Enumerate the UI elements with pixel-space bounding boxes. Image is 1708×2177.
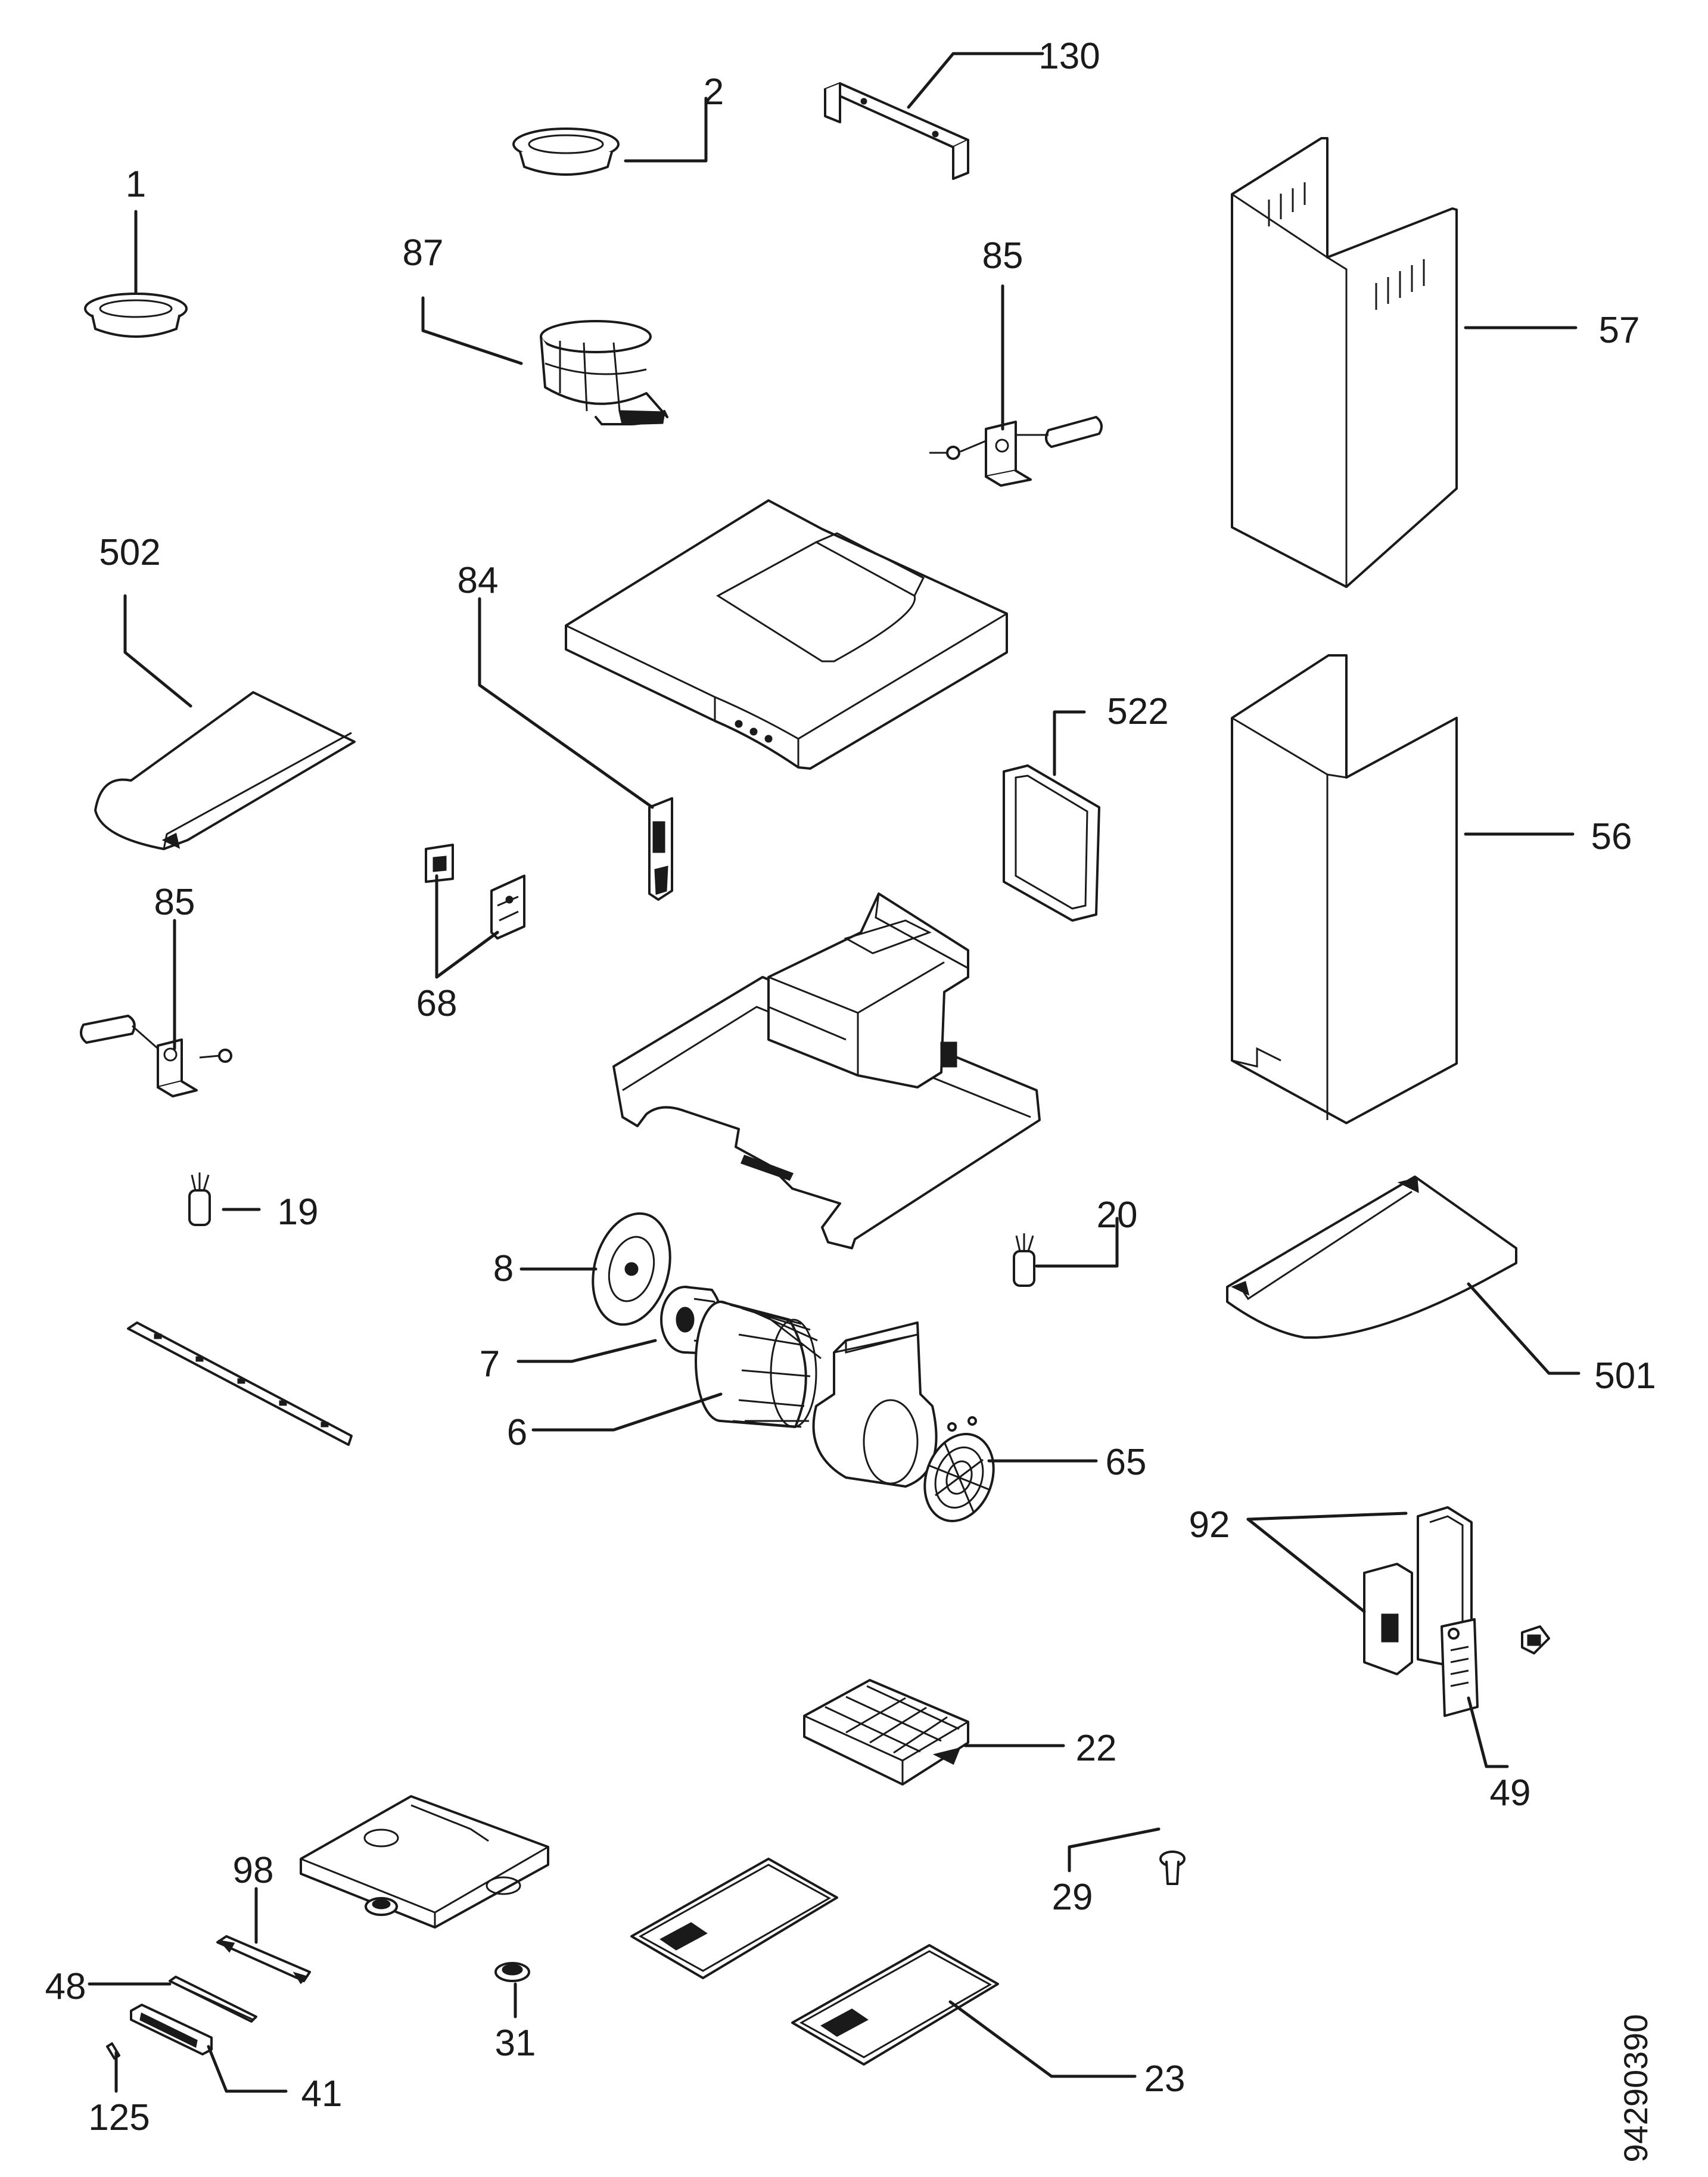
part-23-grease-filter	[791, 1944, 999, 2066]
callout-23: 23	[1144, 2058, 1186, 2100]
callout-65: 65	[1106, 1442, 1147, 1483]
callout-56: 56	[1591, 816, 1632, 857]
callout-98: 98	[233, 1850, 274, 1891]
callout-125: 125	[88, 2097, 150, 2138]
callout-85-left: 85	[154, 882, 195, 923]
callout-labels: 1 2 130 87 85 57 502 84 522 56 85 68 19 …	[45, 36, 1656, 2138]
part-49-rating-label	[1441, 1618, 1479, 1717]
callout-31: 31	[495, 2023, 536, 2064]
part-522-gasket-frame	[1003, 764, 1100, 922]
part-19-capacitor	[188, 1173, 211, 1226]
part-8-motor-flange	[592, 1212, 671, 1326]
part-41-switch-module	[130, 2004, 213, 2055]
part-56-lower-chimney	[1231, 654, 1458, 1124]
fan-scroll-casing	[812, 1321, 938, 1488]
part-84-control-bracket	[648, 797, 673, 901]
callout-19: 19	[278, 1192, 319, 1233]
callout-1: 1	[126, 164, 146, 205]
callout-87: 87	[403, 232, 444, 273]
callout-57: 57	[1599, 310, 1640, 351]
callout-7: 7	[480, 1343, 500, 1385]
part-2-flange-ring	[512, 127, 620, 176]
callout-2: 2	[704, 71, 724, 113]
callout-41: 41	[301, 2073, 343, 2114]
part-22-carbon-filter	[803, 1679, 969, 1786]
part-68-terminal-block	[425, 844, 525, 940]
document-number: 94290390	[1617, 2014, 1654, 2162]
leader-lines	[88, 52, 1581, 2093]
part-98-diffuser	[216, 1935, 311, 1985]
callout-8: 8	[493, 1248, 514, 1289]
callout-502: 502	[99, 532, 160, 573]
part-87-duct-adapter	[540, 320, 668, 425]
grease-filter-unlabeled	[630, 1858, 838, 1979]
callout-85-top: 85	[982, 235, 1023, 276]
callout-48: 48	[45, 1966, 86, 2007]
callout-29: 29	[1052, 1877, 1093, 1918]
light-rail-bracket	[300, 1795, 549, 1929]
part-57-upper-chimney	[1231, 137, 1458, 588]
part-31-lamp-bulb	[494, 1962, 530, 1982]
callout-130: 130	[1038, 36, 1100, 77]
canopy-hood	[565, 499, 1008, 770]
lamp-bulb-unlabeled	[365, 1897, 398, 1916]
part-29-screw	[1159, 1851, 1186, 1885]
part-20-capacitor	[1013, 1233, 1035, 1287]
part-85-wall-bracket-left	[80, 1015, 232, 1097]
callout-49: 49	[1490, 1772, 1531, 1814]
callout-501: 501	[1594, 1355, 1656, 1397]
callout-68: 68	[416, 983, 458, 1024]
part-65-fan-grille	[923, 1416, 995, 1522]
part-1-flange-ring	[84, 293, 188, 338]
callout-522: 522	[1107, 691, 1168, 732]
callout-84: 84	[458, 560, 499, 601]
part-48-light-bar	[169, 1976, 257, 2023]
part-501-rear-panel	[1226, 1175, 1517, 1339]
part-502-front-glass-panel	[94, 691, 356, 850]
filter-rail-bar	[127, 1321, 353, 1446]
callout-20: 20	[1097, 1195, 1138, 1236]
part-130-bracket	[824, 82, 969, 180]
motor-housing-chassis	[612, 892, 1041, 1249]
callout-92: 92	[1189, 1504, 1230, 1545]
part-85-wall-bracket-top	[929, 416, 1103, 487]
callout-6: 6	[507, 1412, 527, 1453]
callout-22: 22	[1076, 1728, 1117, 1769]
part-6-fan-impeller	[695, 1301, 822, 1428]
